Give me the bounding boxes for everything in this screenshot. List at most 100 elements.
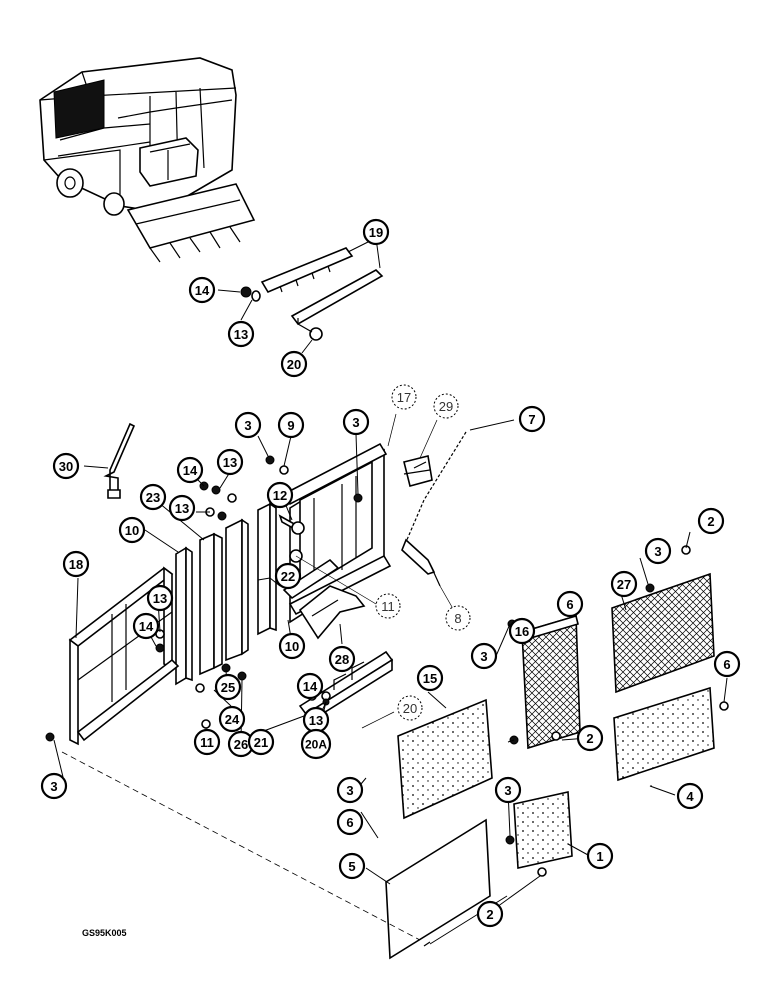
callout-circle (576, 724, 604, 752)
wheel-mid (103, 192, 125, 216)
callout-number: 12 (273, 488, 287, 503)
callout-circle (62, 550, 90, 578)
callout-circle (375, 593, 401, 619)
callout-13: 13 (227, 320, 255, 348)
callout-circle (247, 728, 275, 756)
callout-circle (266, 481, 294, 509)
callout-7: 7 (518, 405, 546, 433)
callout-number: 5 (348, 859, 355, 874)
callout-circle (188, 276, 216, 304)
assembly-guide-line (61, 751, 421, 941)
callout-2: 2 (476, 900, 504, 928)
callout-number: 4 (686, 789, 694, 804)
callout-2: 2 (576, 724, 604, 752)
callout-circle (518, 405, 546, 433)
callout-number: 20 (403, 701, 417, 716)
callout-3: 3 (342, 408, 370, 436)
callout-28: 28 (328, 645, 356, 673)
wheel-left (56, 168, 84, 198)
callout-circle (193, 728, 221, 756)
callout-number: 11 (200, 735, 214, 750)
callout-3: 3 (336, 776, 364, 804)
callout-number: 3 (352, 415, 359, 430)
callout-number: 28 (335, 652, 349, 667)
callout-11: 11 (193, 728, 221, 756)
callout-number: 13 (175, 501, 189, 516)
callout-circle (610, 570, 638, 598)
callout-circle (336, 808, 364, 836)
callout-6: 6 (336, 808, 364, 836)
callout-14: 14 (176, 456, 204, 484)
callout-number: 22 (281, 569, 295, 584)
callout-circle (362, 218, 390, 246)
callout-number: 30 (59, 459, 73, 474)
callout-18: 18 (62, 550, 90, 578)
callout-number: 24 (225, 712, 240, 727)
callout-number: 14 (183, 463, 198, 478)
callout-4: 4 (676, 782, 704, 810)
callout-circle (644, 537, 672, 565)
callout-circle (391, 384, 417, 410)
callout-26: 26 (227, 730, 255, 758)
callout-number: 6 (346, 815, 353, 830)
callout-number: 3 (504, 783, 511, 798)
callout-number: 13 (309, 713, 323, 728)
callout-number: 2 (486, 907, 493, 922)
callout-number: 9 (287, 418, 294, 433)
callout-circle (296, 672, 324, 700)
callout-number: 2 (586, 731, 593, 746)
callout-number: 6 (723, 657, 730, 672)
callout-circle (300, 728, 332, 760)
callout-17: 17 (391, 384, 417, 410)
panel-27 (611, 545, 715, 694)
callout-circle (214, 673, 242, 701)
callout-number: 3 (346, 783, 353, 798)
callout-number: 13 (234, 327, 248, 342)
center-posts (175, 481, 340, 686)
callout-circle (132, 612, 160, 640)
callout-12: 12 (266, 481, 294, 509)
callout-21: 21 (247, 728, 275, 756)
callout-circle (556, 590, 584, 618)
cotton-picker-illustration (39, 57, 256, 263)
callout-10: 10 (118, 516, 146, 544)
callout-number: 14 (139, 619, 154, 634)
callout-circle (342, 408, 370, 436)
callout-circle (470, 642, 498, 670)
callout-30: 30 (52, 452, 80, 480)
callout-circle (278, 632, 306, 660)
panel-5 (385, 818, 491, 960)
callout-circle (494, 776, 522, 804)
callout-circle (40, 772, 68, 800)
callout-circle (336, 776, 364, 804)
callout-circle (168, 494, 196, 522)
bracket-30 (103, 422, 136, 499)
callout-number: 10 (285, 639, 299, 654)
cab (139, 137, 199, 187)
callout-circle (586, 842, 614, 870)
callout-25: 25 (214, 673, 242, 701)
callout-9: 9 (277, 411, 305, 439)
callout-2: 2 (697, 507, 725, 535)
callout-number: 10 (125, 523, 139, 538)
callout-circle (216, 448, 244, 476)
callout-circle (234, 411, 262, 439)
callout-circle (676, 782, 704, 810)
callout-13: 13 (216, 448, 244, 476)
callout-circle (139, 483, 167, 511)
callout-circle (218, 705, 246, 733)
callout-29: 29 (433, 393, 459, 419)
callout-10: 10 (278, 632, 306, 660)
callout-number: 6 (566, 597, 573, 612)
callout-circle (697, 507, 725, 535)
callout-circle (277, 411, 305, 439)
callout-14: 14 (188, 276, 216, 304)
chain-7 (401, 431, 467, 587)
callout-circle (328, 645, 356, 673)
callout-22: 22 (274, 562, 302, 590)
callout-23: 23 (139, 483, 167, 511)
callout-number: 1 (596, 849, 603, 864)
callout-circle (227, 320, 255, 348)
callout-number: 20A (305, 738, 327, 752)
